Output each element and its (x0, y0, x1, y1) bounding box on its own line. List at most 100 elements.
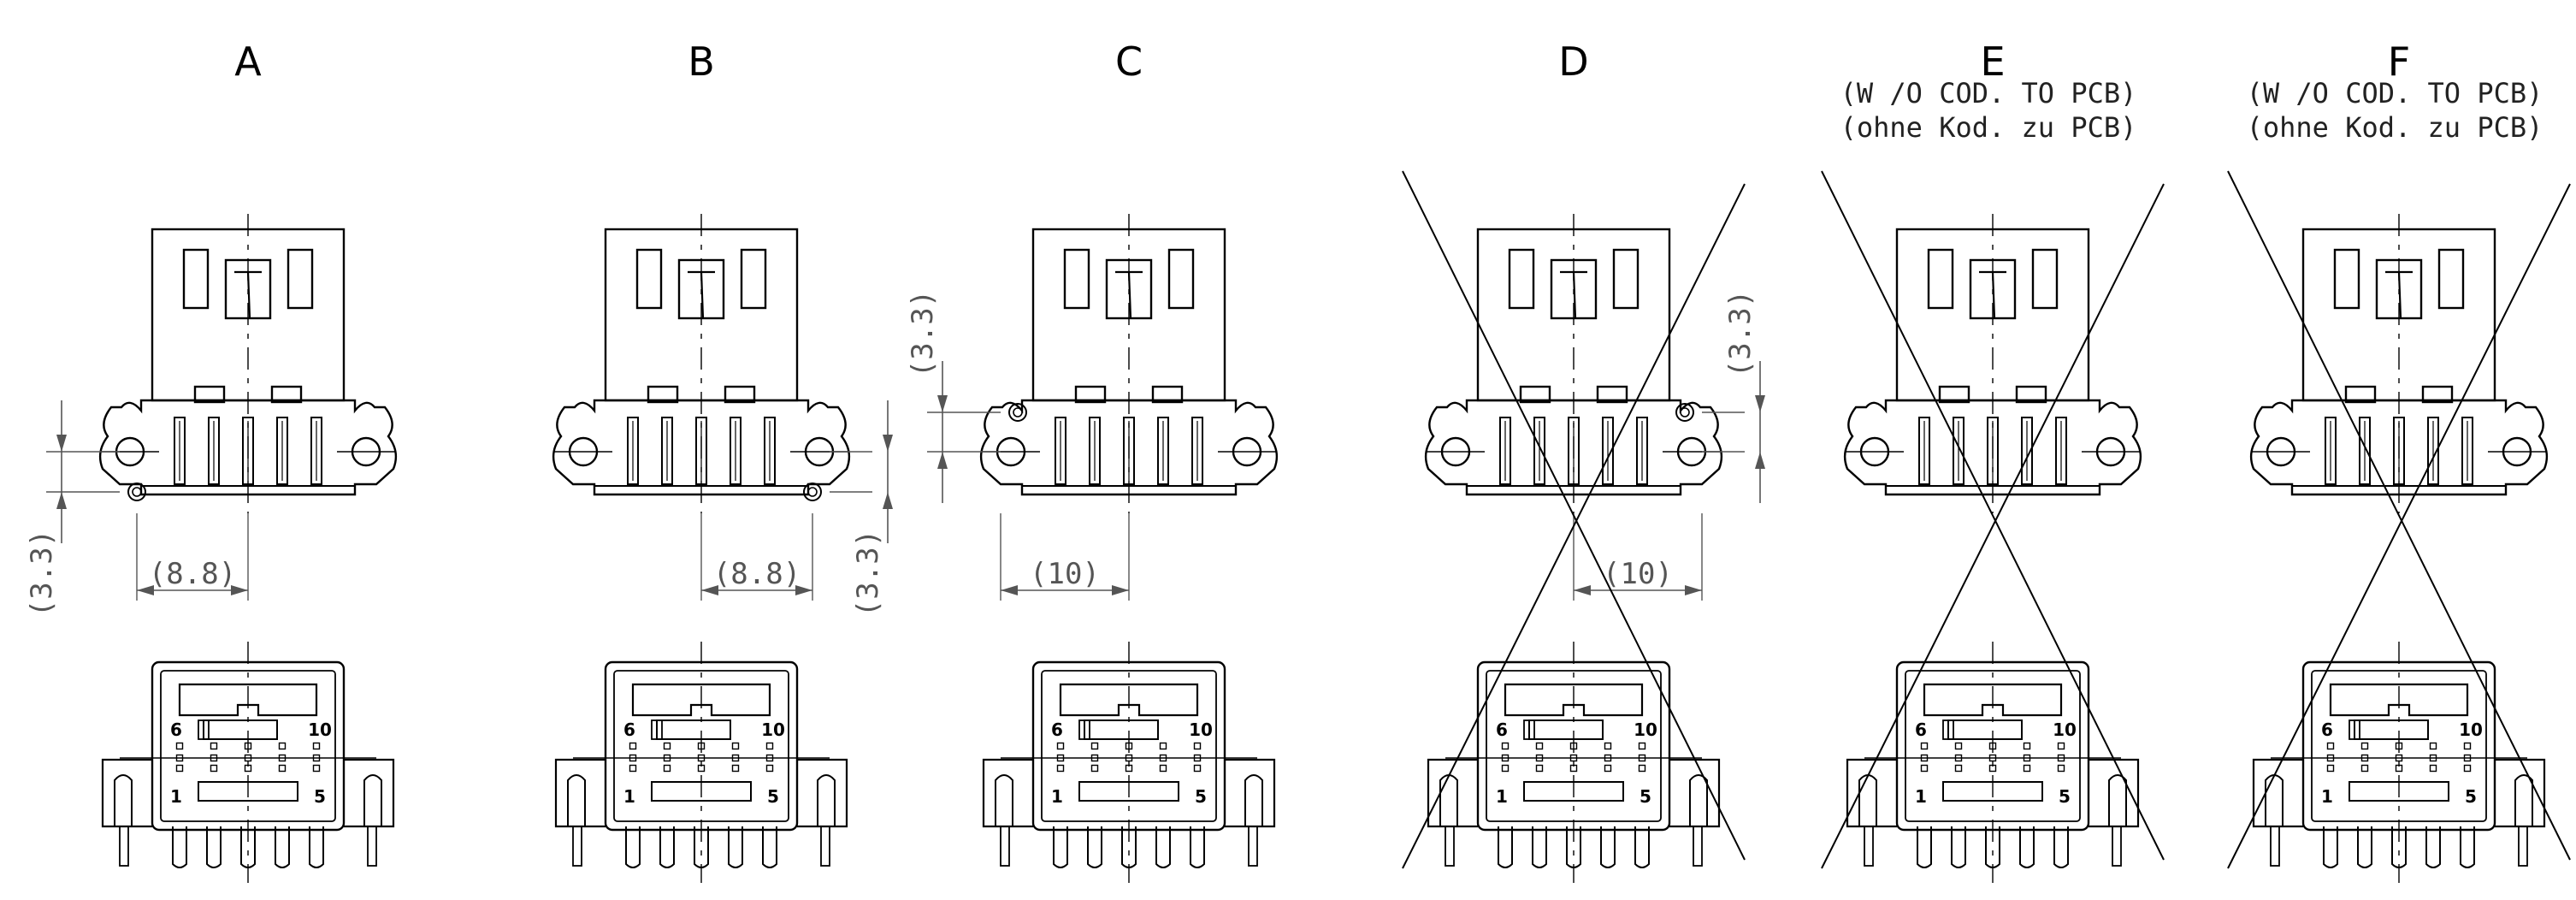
contact-dot (2326, 764, 2335, 773)
latch-bump (1596, 385, 1628, 404)
cross-out (1402, 170, 1746, 869)
key-slot-bottom (1523, 781, 1624, 802)
front-housing-inner (160, 670, 336, 822)
contact-dot (1056, 764, 1065, 773)
dim-horizontal-label: (8.8) (149, 557, 236, 591)
pin-top (1089, 417, 1101, 485)
latch-bump (724, 385, 756, 404)
locating-peg (2518, 826, 2528, 867)
dim-vertical-label: (3.3) (906, 290, 940, 377)
dim-vertical-label: (3.3) (851, 530, 885, 617)
front-housing (1895, 660, 2090, 832)
contact-dot (1090, 742, 1099, 750)
key-slot-top (1084, 719, 1159, 740)
front-housing (2301, 660, 2496, 832)
pin-top (208, 417, 220, 485)
flange-left (1427, 758, 1478, 828)
mounting-foot (2265, 774, 2284, 826)
contact-dot (2023, 742, 2031, 750)
contact-dot (1535, 764, 1544, 773)
mounting-foot (1244, 774, 1263, 826)
pin-label-top-left: 6 (1051, 719, 1063, 740)
pin-top (310, 417, 322, 485)
contact-dot (629, 742, 637, 750)
locating-peg (1000, 826, 1010, 867)
locating-peg (1864, 826, 1874, 867)
contact-dot (2057, 742, 2065, 750)
coding-marker-inner (807, 487, 818, 497)
contact-dot (1638, 742, 1646, 750)
contact-dot (1604, 764, 1612, 773)
pin-top (1533, 417, 1545, 485)
window-right (2437, 248, 2465, 310)
front-housing (1031, 660, 1226, 832)
pin-label-top-left: 6 (2321, 719, 2333, 740)
pin-top (276, 417, 288, 485)
top-view (1424, 214, 1723, 513)
pin-top (627, 417, 639, 485)
front-housing (604, 660, 799, 832)
locating-peg (2270, 826, 2280, 867)
key-slot-top (1528, 719, 1604, 740)
solder-pin (2425, 826, 2441, 868)
pin-top (1499, 417, 1511, 485)
flange-outline (1843, 399, 2142, 496)
window-left (1927, 248, 1954, 310)
latch-bump (2344, 385, 2377, 404)
arrow-head (1112, 585, 1129, 595)
top-view (552, 214, 851, 513)
mounting-foot (817, 774, 836, 826)
arrow-head (1755, 395, 1765, 412)
contact-dot (2395, 764, 2403, 773)
mounting-foot (2514, 774, 2533, 826)
mounting-foot (2108, 774, 2127, 826)
solder-pin (2357, 826, 2372, 868)
latch-bump (647, 385, 679, 404)
contact-dot (629, 764, 637, 773)
mounting-foot (1858, 774, 1877, 826)
key-slot-bottom (2349, 781, 2449, 802)
solder-pin (1985, 826, 2000, 868)
arrow-head (883, 435, 893, 452)
window-left (1508, 248, 1535, 310)
solder-pin (1951, 826, 1966, 868)
latch-bump (1519, 385, 1551, 404)
solder-pin (1121, 826, 1137, 868)
coding-marker (1675, 403, 1694, 422)
locating-peg (119, 826, 129, 867)
solder-pin (762, 826, 777, 868)
pin-label-top-left: 6 (170, 719, 182, 740)
pin-label-top-right: 10 (1189, 719, 1213, 740)
locating-peg (1693, 826, 1703, 867)
contact-dot (1988, 764, 1997, 773)
front-housing (151, 660, 346, 832)
solder-pin (2019, 826, 2035, 868)
variant-note: (ohne Kod. zu PCB) (2247, 111, 2544, 144)
cross-out-line (2227, 170, 2571, 861)
key-slot-bottom (651, 781, 752, 802)
contact-dot (1159, 742, 1167, 750)
contact-dot (1569, 742, 1578, 750)
variant-title: E (1980, 38, 2005, 85)
key-slot-top (1947, 719, 2023, 740)
locating-peg (820, 826, 830, 867)
arrow-head (937, 395, 948, 412)
solder-pin (172, 826, 187, 868)
pin-top (2359, 417, 2371, 485)
pin-top (2427, 417, 2439, 485)
variant-title: B (688, 38, 715, 85)
contact-dot (244, 742, 252, 750)
cross-out-line (1402, 183, 1746, 869)
solder-pin (1053, 826, 1068, 868)
latch-slot (178, 683, 318, 717)
key-slot-mark (1078, 719, 1090, 740)
mounting-foot (1439, 774, 1458, 826)
contact-dot (1193, 742, 1202, 750)
flange-outline (2249, 399, 2549, 496)
solder-pin (625, 826, 641, 868)
solder-pin (206, 826, 222, 868)
pin-label-top-left: 6 (1915, 719, 1927, 740)
